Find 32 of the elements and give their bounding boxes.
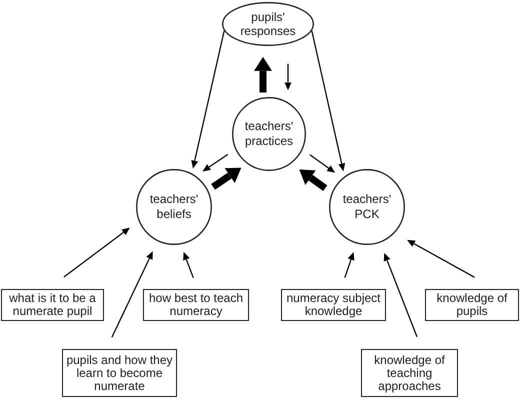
- arrow: [202, 154, 228, 172]
- node-label: knowledge of teaching approaches: [373, 354, 446, 392]
- arrow: [299, 170, 328, 192]
- arrow: [384, 252, 418, 338]
- circle-node: [232, 97, 306, 171]
- arrow: [407, 240, 475, 278]
- text-box: [361, 349, 458, 397]
- text-box: [1, 289, 104, 321]
- arrow: [64, 228, 130, 278]
- node-label: numeracy subject knowledge: [285, 292, 382, 318]
- arrow: [211, 168, 242, 190]
- ellipse-node: [222, 2, 314, 46]
- circle-node: [329, 169, 405, 245]
- node-label: teachers' PCK: [342, 192, 392, 222]
- arrow: [191, 30, 225, 169]
- node-label: teachers' beliefs: [148, 192, 200, 222]
- node-label: what is it to be a numerate pupil: [8, 292, 97, 318]
- arrow: [311, 30, 346, 172]
- arrow: [111, 251, 153, 338]
- arrow: [310, 154, 336, 173]
- arrow: [254, 56, 272, 92]
- arrow: [344, 252, 354, 278]
- node-label: knowledge of pupils: [436, 292, 508, 318]
- arrow: [183, 252, 194, 278]
- text-box: [425, 289, 519, 321]
- arrow: [284, 64, 292, 90]
- circle-node: [136, 169, 212, 245]
- text-box: [143, 289, 249, 321]
- node-label: pupils and how they learn to become numerate: [65, 354, 174, 392]
- node-label: teachers' practices: [244, 119, 294, 149]
- node-label: pupils' responses: [239, 10, 297, 38]
- node-label: how best to teach numeracy: [148, 292, 244, 318]
